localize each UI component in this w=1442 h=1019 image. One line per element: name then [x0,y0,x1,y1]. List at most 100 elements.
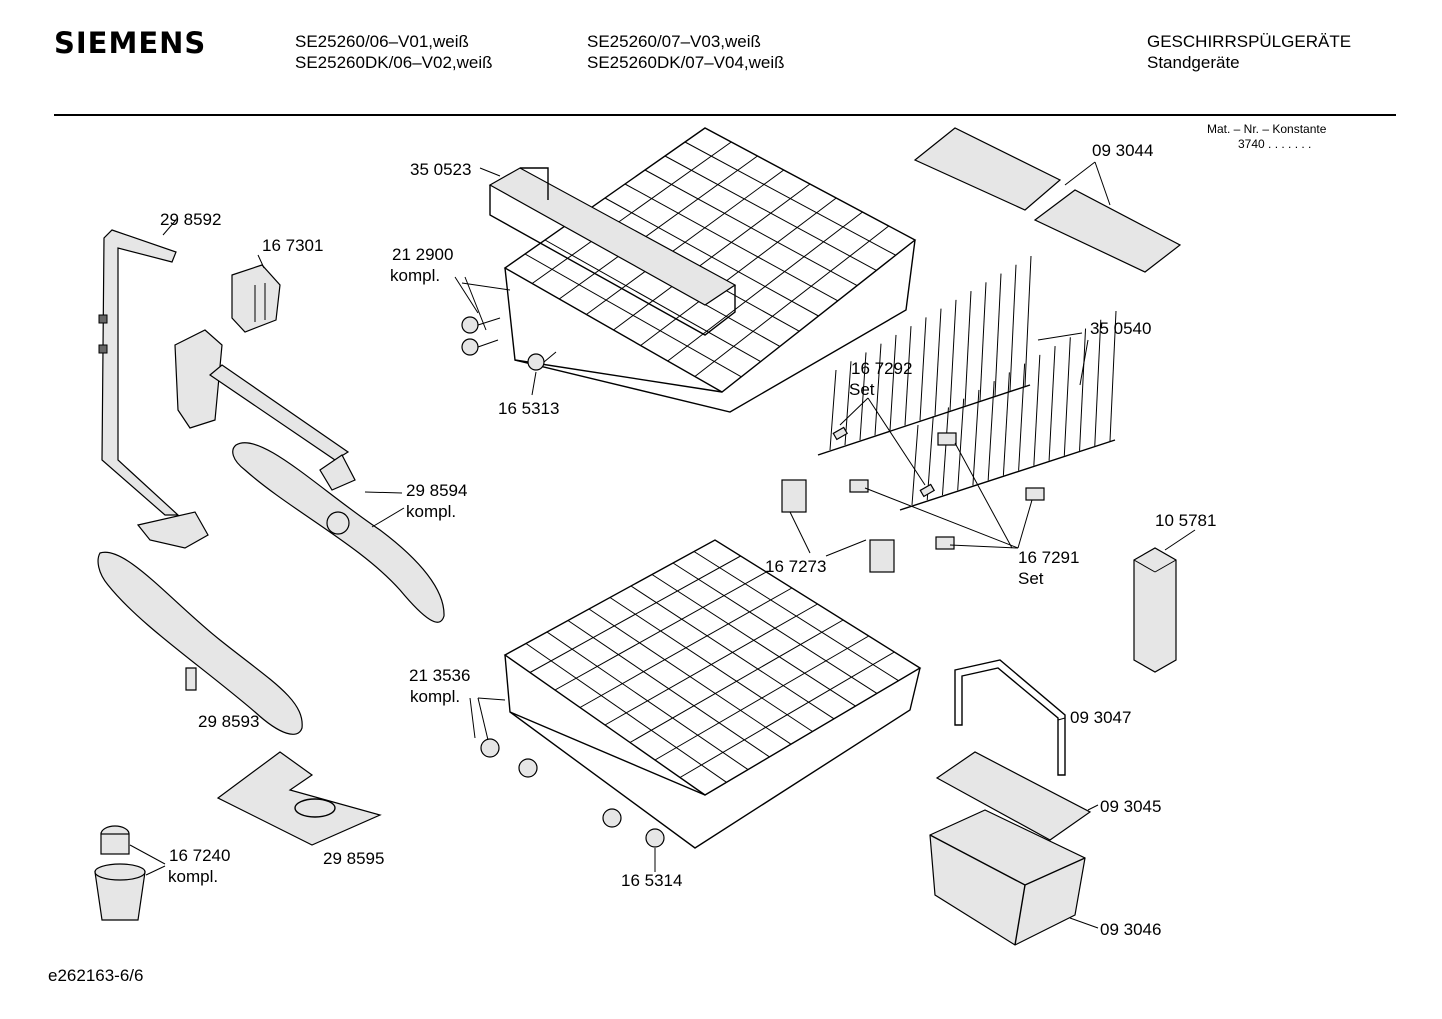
wire-line [874,343,882,436]
part-label-298592: 29 8592 [160,210,222,229]
drawing-id: e262163-6/6 [48,966,144,985]
part-label-167273: 16 7273 [765,557,827,576]
wire-line [604,603,818,726]
tine-rows-drawing [913,127,1182,273]
wire-line [586,169,785,315]
fold-down-racks-drawing [817,255,1117,511]
part-note-298594: kompl. [406,502,457,521]
model-line: SE25260/06–V01,weiß [295,32,469,51]
wire-line [640,197,837,346]
category-block: GESCHIRRSPÜLGERÄTE Standgeräte [1147,31,1351,73]
header-rule [54,114,1396,116]
part-label-093044: 09 3044 [1092,141,1154,160]
wire-line [694,225,890,377]
wire-line [911,424,919,506]
wire-line [979,282,987,401]
wire-line [941,407,949,496]
wire-line [934,308,942,416]
wire-line [904,326,912,426]
wire-line [994,273,1002,396]
part-label-212900: 21 2900 [392,245,454,264]
wire-line [1079,328,1087,451]
cutlery-tray-drawing [488,167,737,336]
part-label-093046: 09 3046 [1100,920,1162,939]
part-note-212900: kompl. [390,266,441,285]
wire-line [987,381,995,481]
lower-basket-drawing [503,539,922,849]
wire-line [667,211,863,362]
part-note-167291: Set [1018,569,1044,588]
basket-lid-drawing [935,751,1092,841]
wire-line [1094,319,1102,446]
connector-part-drawing [231,264,281,333]
basket-handle-drawing [954,659,1066,776]
wire-line [919,317,927,421]
model-line: SE25260DK/07–V04,weiß [587,53,785,72]
wire-line [1033,354,1041,466]
lower-spray-arm-drawing [97,551,303,735]
part-label-167240: 16 7240 [169,846,231,865]
wire-line [1063,337,1071,456]
wire-line [1109,310,1117,442]
part-label-350540: 35 0540 [1090,319,1152,338]
wire-line [1002,372,1010,476]
wire-line [1048,346,1056,461]
model-line: SE25260DK/06–V02,weiß [295,53,493,72]
wire-line [558,155,758,300]
part-label-213536: 21 3536 [409,666,471,685]
upper-basket-rollers [461,316,557,371]
model-list-2: SE25260/07–V03,weiß SE25260DK/07–V04,wei… [587,31,785,73]
part-label-165314: 16 5314 [621,871,683,890]
wire-line [629,619,844,743]
part-label-105781: 10 5781 [1155,511,1217,530]
wire-line [531,141,732,284]
spray-supply-pipe-drawing [98,229,209,549]
filter-drawing [94,825,146,921]
part-label-167292: 16 7292 [851,359,913,378]
part-note-167240: kompl. [168,867,219,886]
part-label-167301: 16 7301 [262,236,324,255]
rack-clips-drawing [781,426,1045,573]
lower-basket-rollers [480,738,665,848]
wire-line [889,334,897,431]
constant-value: 3740 . . . . . . . [1238,137,1312,151]
wire-line [1024,255,1032,387]
wire-line [679,651,895,778]
wire-line [529,555,741,673]
wire-line [579,587,793,708]
upper-spray-pipe-drawing [174,329,356,491]
part-label-298595: 29 8595 [323,849,385,868]
wire-line [654,635,870,761]
part-label-165313: 16 5313 [498,399,560,418]
wire-line [829,369,837,451]
wire-line [972,389,980,486]
wire-line [613,183,811,331]
part-label-093045: 09 3045 [1100,797,1162,816]
cutlery-box-drawing [1133,547,1177,673]
wire-line [1018,363,1026,471]
category-title: GESCHIRRSPÜLGERÄTE [1147,32,1352,51]
subcategory: Standgeräte [1147,53,1240,72]
model-line: SE25260/07–V03,weiß [587,32,761,51]
wire-line [957,398,965,491]
part-label-093047: 09 3047 [1070,708,1132,727]
brand-logo: SIEMENS [54,26,207,60]
filter-plate-drawing [216,751,382,846]
wire-line [964,291,972,406]
wire-line [554,571,767,691]
constant-label: Mat. – Nr. – Konstante [1207,122,1327,136]
cutlery-basket-drawing [929,809,1086,946]
part-label-298594: 29 8594 [406,481,468,500]
upper-spray-arm-drawing [232,442,445,623]
wire-line [1009,264,1017,391]
model-list-1: SE25260/06–V01,weiß SE25260DK/06–V02,wei… [295,31,493,73]
part-label-350523: 35 0523 [410,160,472,179]
leader-lines [129,161,1196,929]
wire-line [859,352,867,441]
part-note-167292: Set [849,380,875,399]
wire-line [949,299,957,411]
part-label-167291: 16 7291 [1018,548,1080,567]
part-note-213536: kompl. [410,687,461,706]
part-label-298593: 29 8593 [198,712,260,731]
